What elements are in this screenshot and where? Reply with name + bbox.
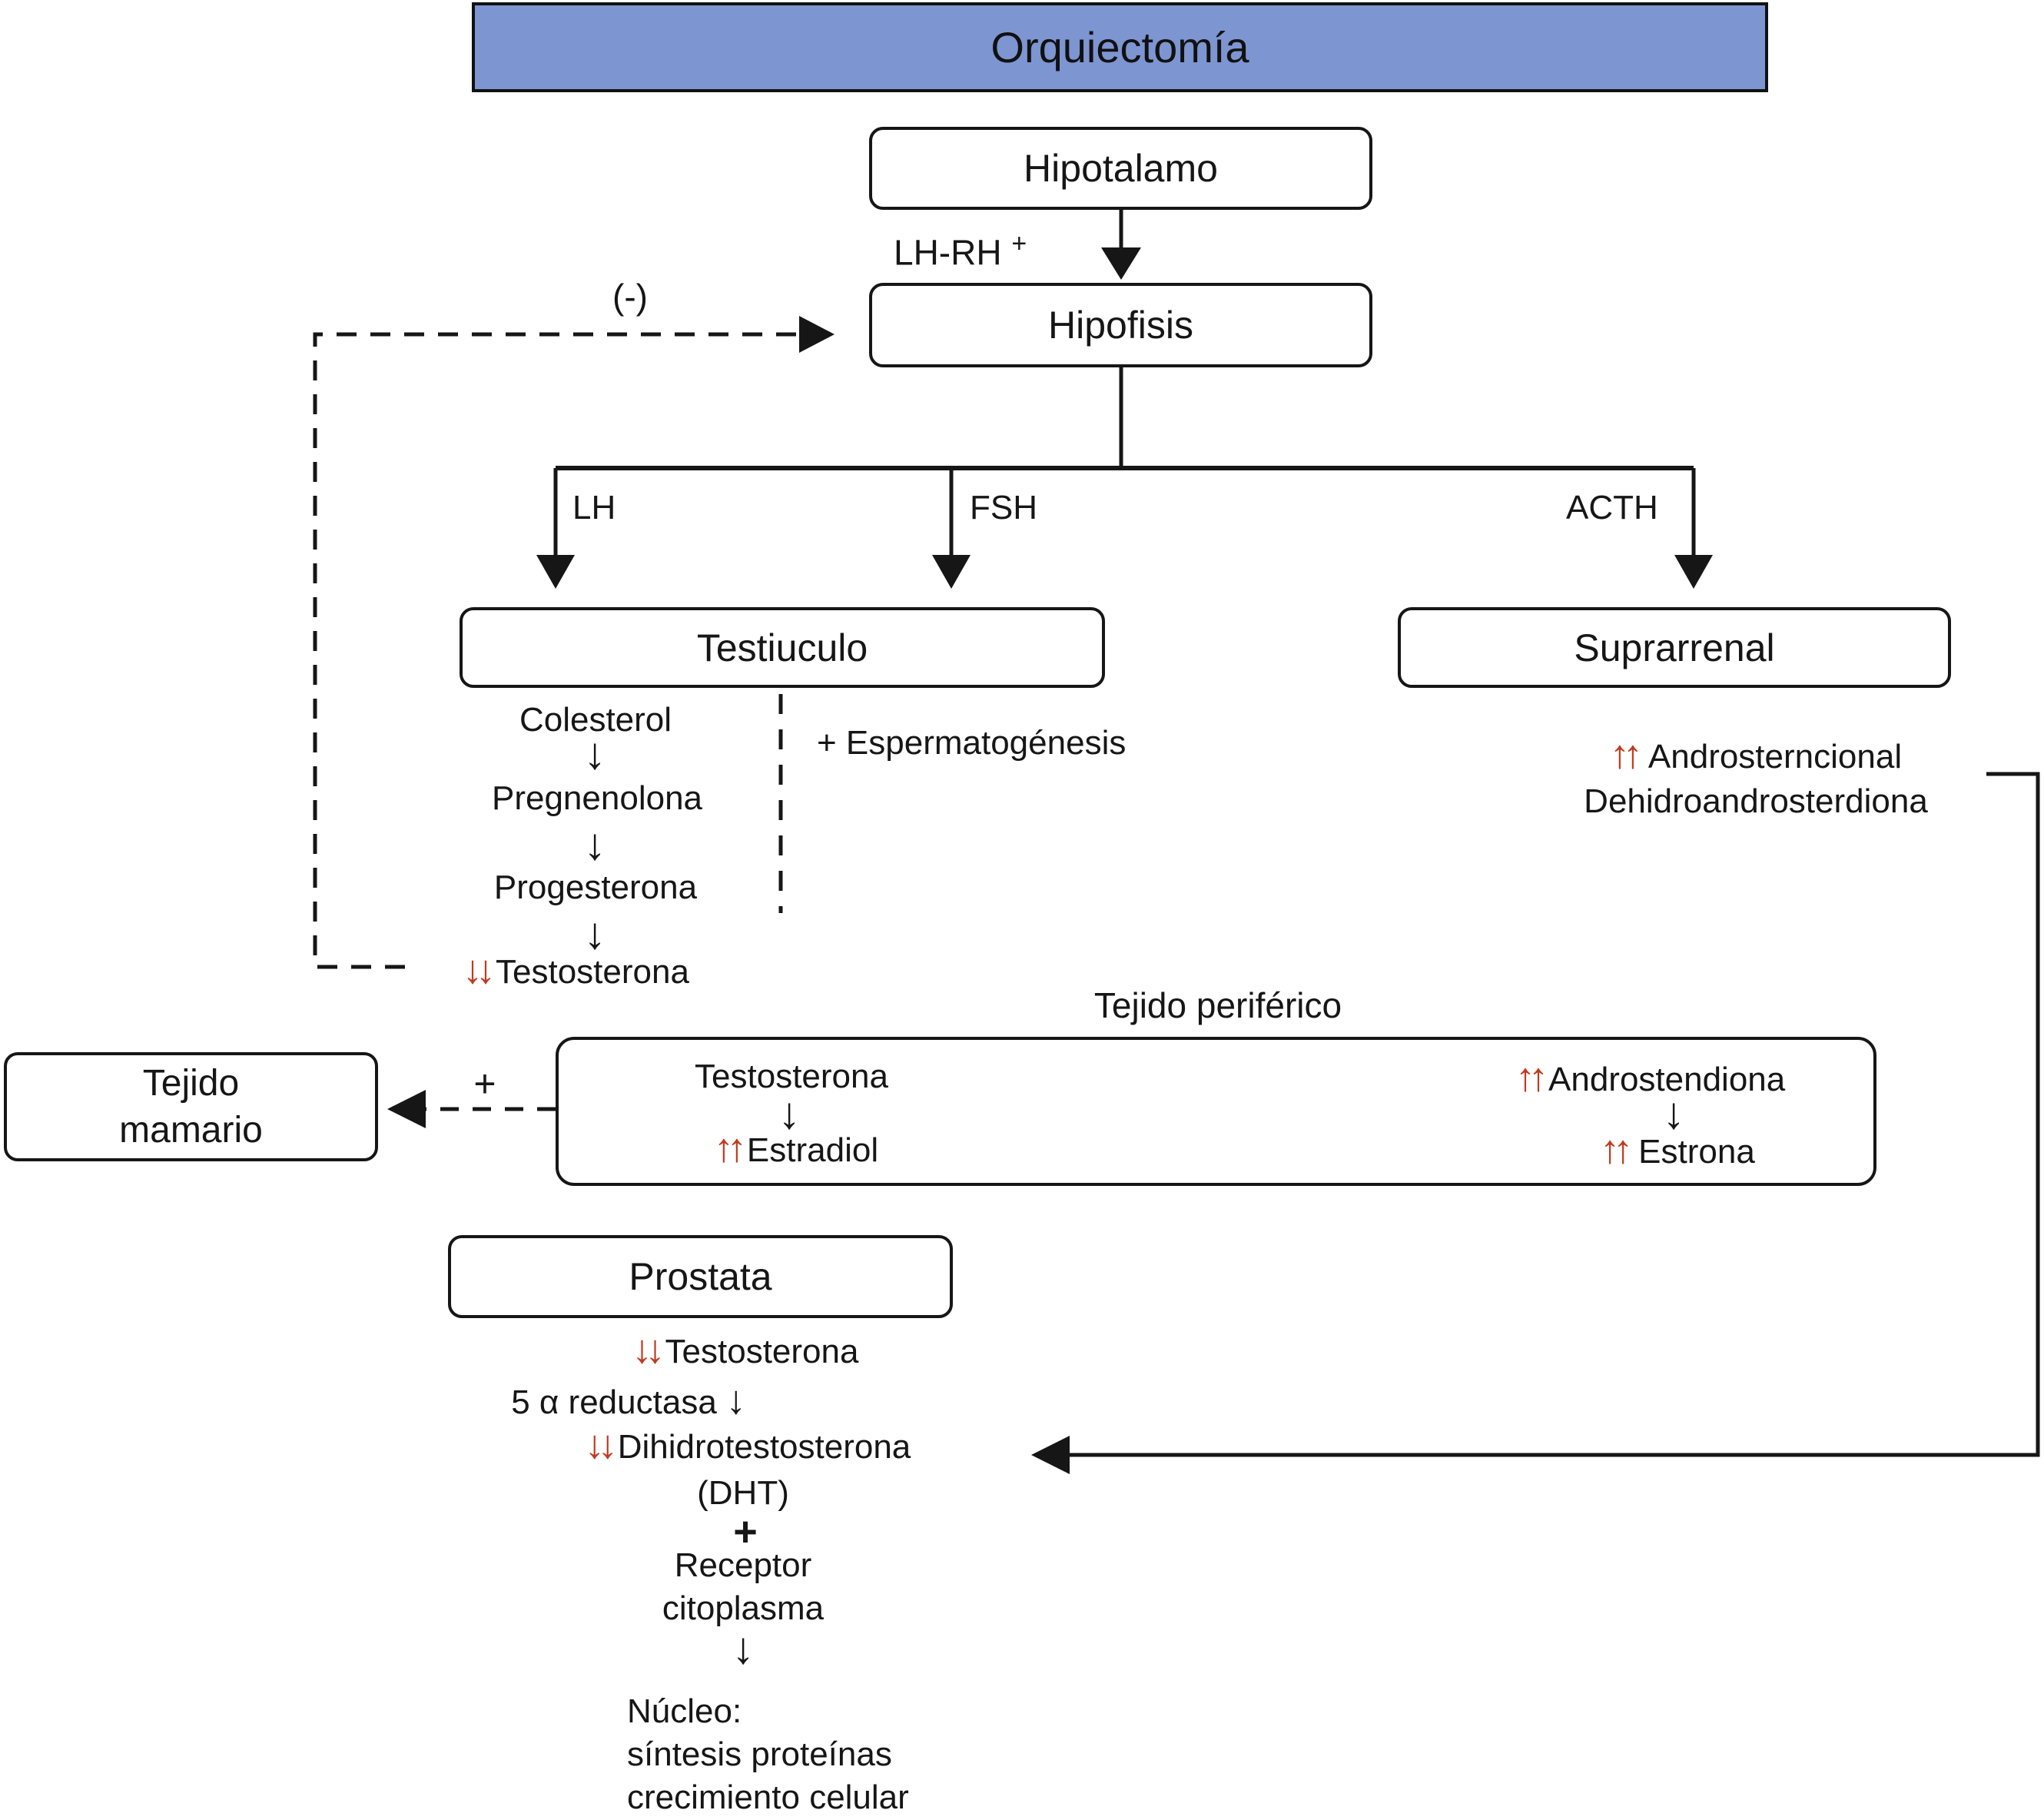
arrowhead-to-mamario [387,1090,426,1128]
node-hipotalamo-label: Hipotalamo [1024,147,1218,190]
reductasa-text: 5 α reductasa [511,1383,717,1421]
prostata-citoplasma: citoplasma [662,1589,825,1627]
periferico-androstendiona: ↑↑Androstendiona [1515,1058,1785,1100]
edge-label-lh: LH [572,489,616,526]
edge-label-negative: (-) [612,277,648,317]
prostata-sintesis: síntesis proteínas [627,1735,892,1773]
arrowhead-to-dht [1031,1436,1070,1474]
suprarrenal-output-line2: Dehidroandrosterdiona [1584,782,1928,820]
double-down-arrow-icon: ↓↓ [463,948,496,992]
arrowhead-acth [1674,555,1713,589]
node-tejido-mamario: Tejido mamario [4,1052,378,1161]
periferico-estradiol: ↑↑Estradiol [714,1128,878,1171]
cascade-testosterona-text: Testosterona [496,953,689,991]
arrowhead-hipofisis [1101,247,1141,280]
node-suprarrenal-label: Suprarrenal [1574,626,1775,669]
diagram-title-bar: Orquiectomía [472,2,1768,92]
down-arrow-icon: ↓ [778,1088,801,1138]
estrona-text: Estrona [1638,1133,1755,1171]
cascade-colesterol: Colesterol [519,701,672,739]
dashed-negative-feedback-line [313,332,796,969]
suprarrenal-output-line1: ↑↑Androsterncional [1610,735,1902,777]
prostata-crecimiento: crecimiento celular [627,1778,909,1816]
edge-label-mamario-plus: + [473,1062,496,1105]
tejido-periferico-title: Tejido periférico [1093,985,1342,1025]
arrowhead-lh [536,555,575,589]
down-arrow-icon: ↓ [725,1378,746,1423]
node-tejido-mamario-line1: Tejido [142,1062,240,1104]
prostata-dht-abbr: (DHT) [697,1474,789,1512]
suprarrenal-to-dht-line [1053,772,2040,1457]
cascade-pregnenolona: Pregnenolona [491,779,703,817]
diagram-title: Orquiectomía [990,23,1249,71]
node-hipofisis-label: Hipofisis [1048,304,1193,347]
tejido-periferico-box [556,1037,1876,1186]
cascade-progesterona: Progesterona [493,868,698,906]
node-testiculo: Testiuculo [460,607,1105,688]
double-up-arrow-icon: ↑↑ [713,1126,747,1171]
down-arrow-icon: ↓ [1662,1088,1685,1138]
androstendiona-text: Androstendiona [1548,1061,1786,1098]
androsterncional-text: Androsterncional [1647,738,1903,775]
down-arrow-icon: ↓ [583,729,606,779]
arrowhead-feedback [799,316,835,353]
double-up-arrow-icon: ↑↑ [1600,1128,1633,1172]
prostata-plus: + [733,1509,758,1555]
prostata-dht-low: ↓↓Dihidrotestosterona [585,1425,911,1467]
double-down-arrow-icon: ↓↓ [632,1327,665,1372]
node-suprarrenal: Suprarrenal [1398,607,1951,688]
node-prostata: Prostata [448,1235,953,1318]
node-hipotalamo: Hipotalamo [869,127,1372,210]
node-hipofisis: Hipofisis [869,283,1372,367]
prostata-testosterona-text: Testosterona [665,1333,859,1370]
node-prostata-label: Prostata [629,1255,772,1298]
estradiol-text: Estradiol [746,1131,879,1169]
edge-label-lhrh: LH-RH + [894,229,1027,273]
prostata-receptor: Receptor [674,1546,812,1584]
prostata-nucleo: Núcleo: [627,1692,742,1730]
prostata-testosterona-low: ↓↓Testosterona [632,1330,859,1372]
periferico-testosterona: Testosterona [695,1058,888,1095]
down-arrow-icon: ↓ [583,819,606,869]
edge-label-espermatogenesis: + Espermatogénesis [817,724,1127,762]
arrowhead-fsh [932,555,971,589]
edge-label-acth: ACTH [1566,489,1658,526]
double-up-arrow-icon: ↑↑ [1515,1055,1548,1100]
double-down-arrow-icon: ↓↓ [584,1423,618,1467]
lhrh-plus-sup: + [1011,229,1027,258]
down-arrow-icon: ↓ [583,908,606,958]
prostata-reductasa: 5 α reductasa↓ [511,1380,746,1423]
node-testiculo-label: Testiuculo [696,626,868,669]
double-up-arrow-icon: ↑↑ [1609,732,1643,777]
edge-label-fsh: FSH [970,489,1037,526]
periferico-estrona: ↑↑Estrona [1600,1130,1755,1172]
down-arrow-icon: ↓ [732,1623,755,1673]
lhrh-text: LH-RH [894,232,1002,273]
dht-text: Dihidrotestosterona [617,1428,911,1466]
node-tejido-mamario-line2: mamario [119,1110,263,1151]
cascade-testosterona-low: ↓↓Testosterona [463,950,689,992]
